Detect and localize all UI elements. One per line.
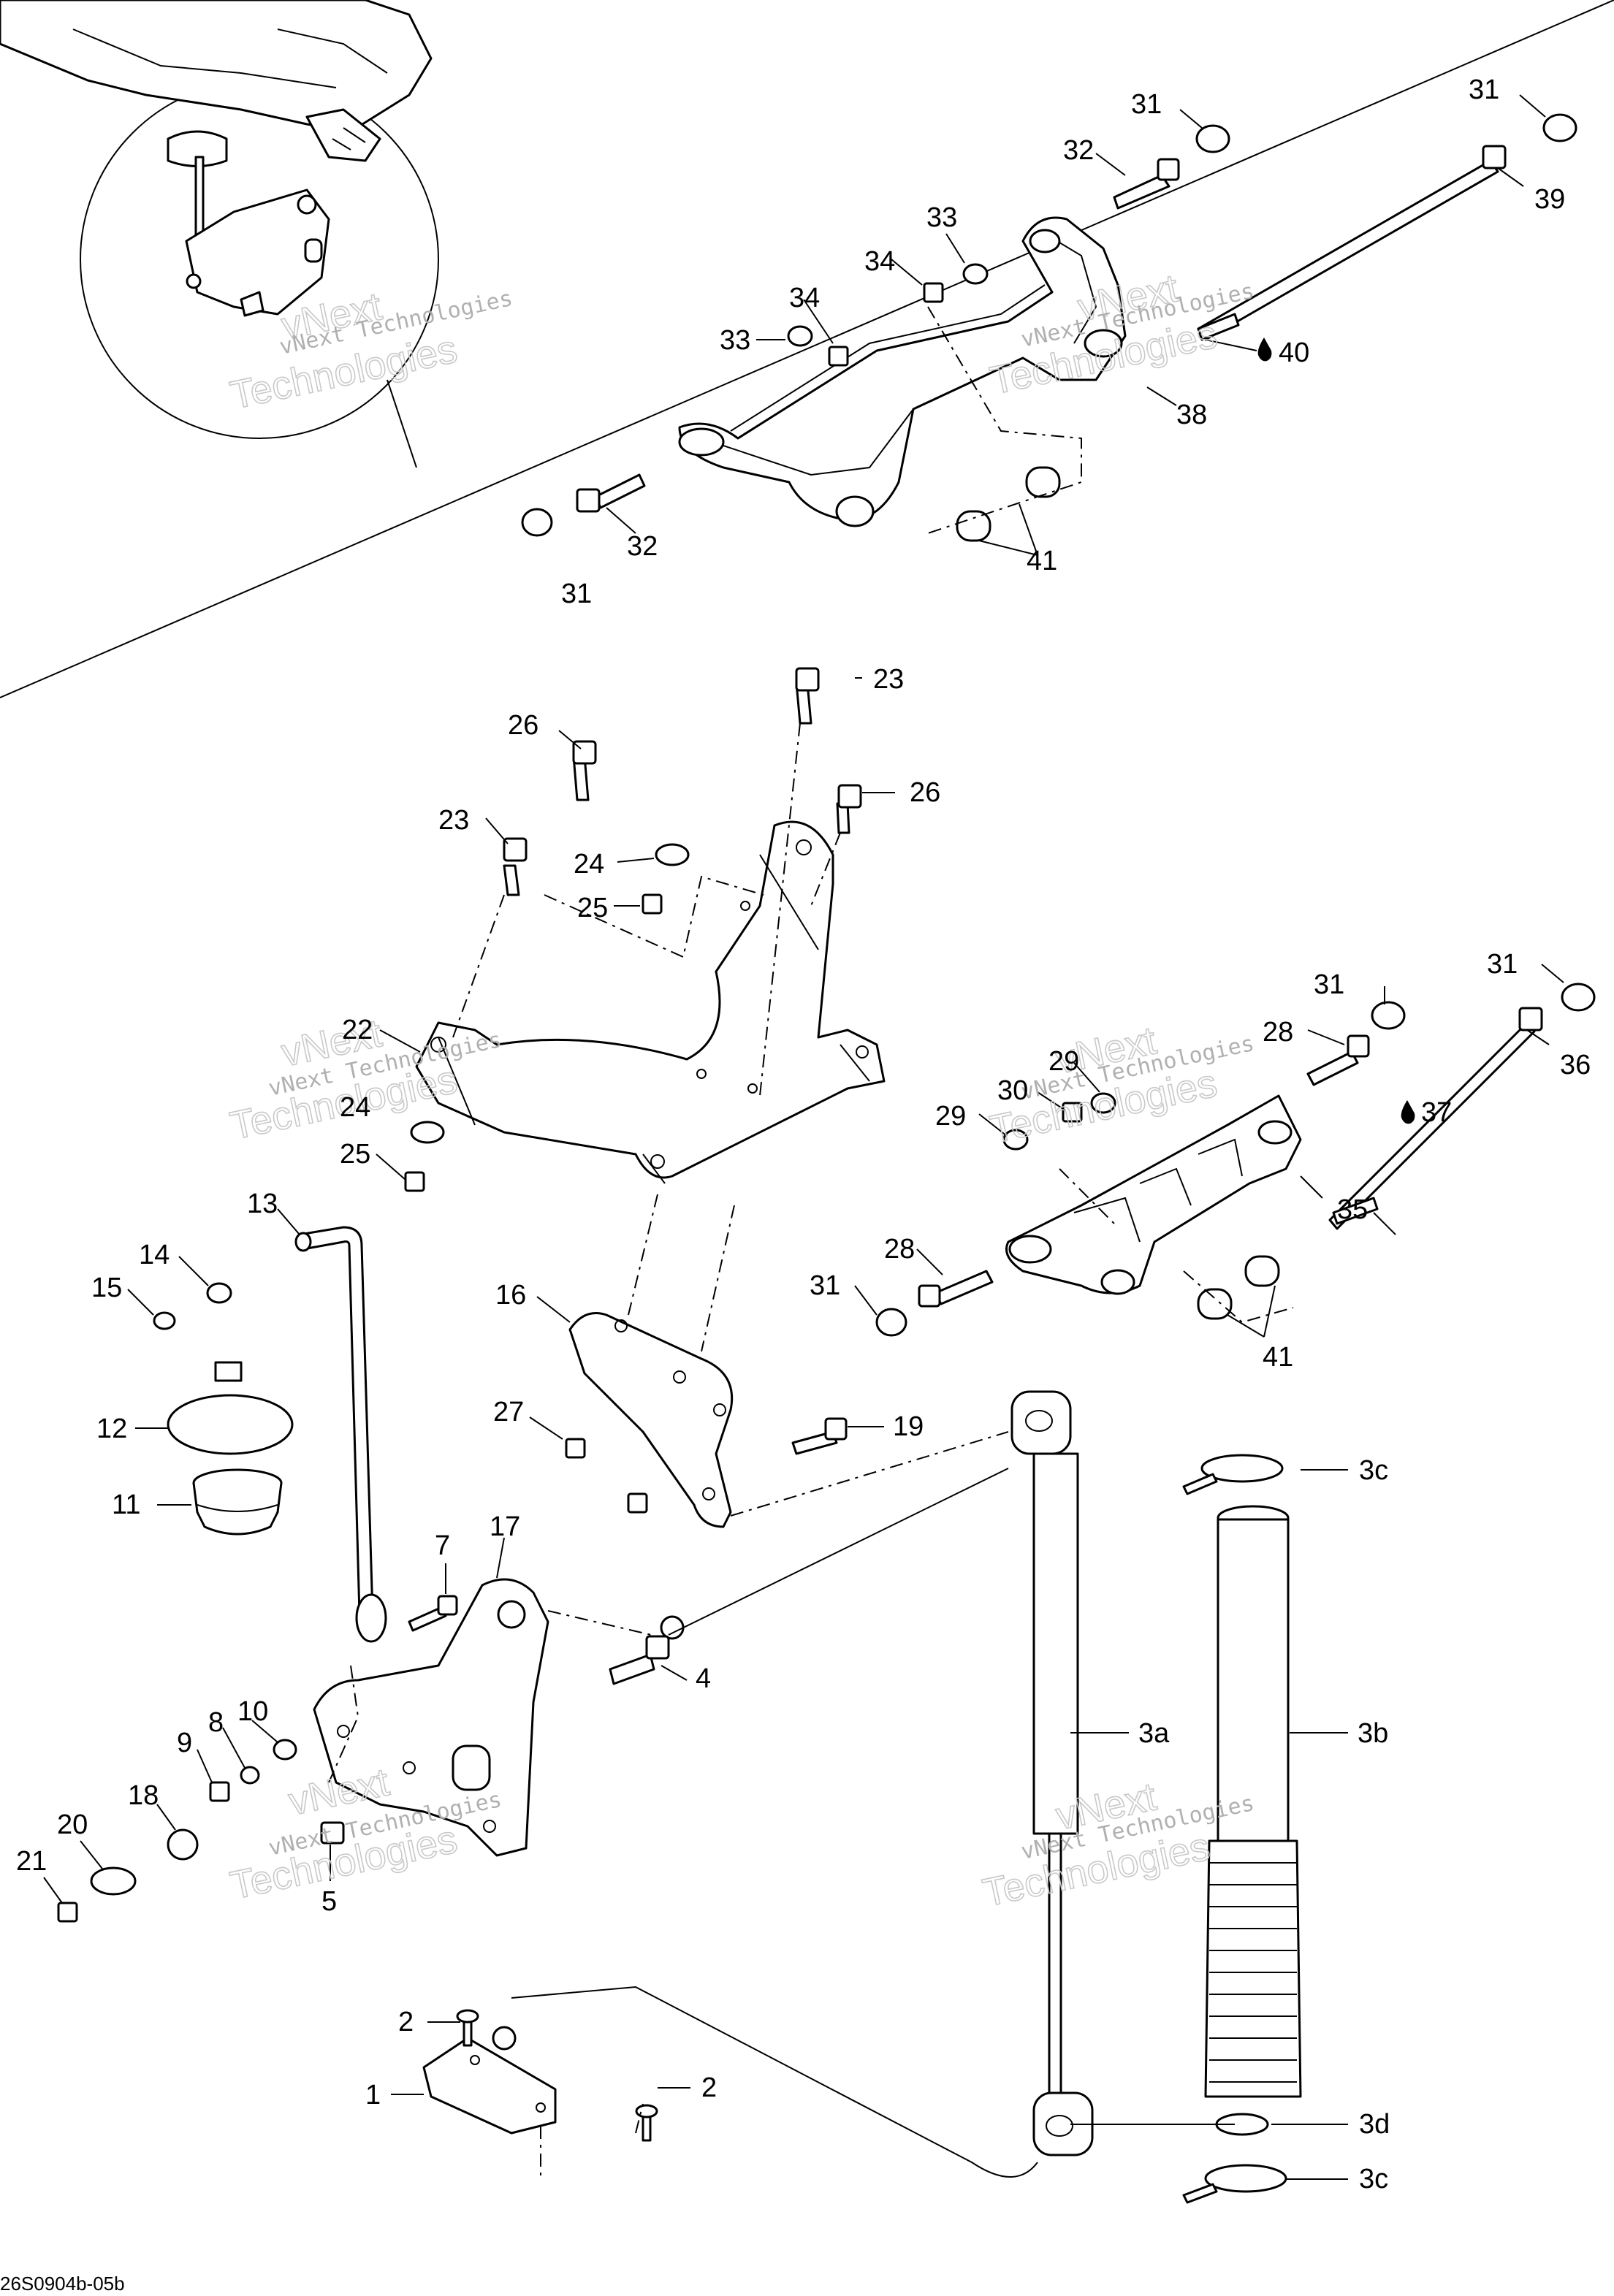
callout-3c: 3c bbox=[1359, 1455, 1388, 1486]
callout-19: 19 bbox=[893, 1411, 924, 1442]
callout-14: 14 bbox=[139, 1240, 170, 1270]
callout-33: 33 bbox=[926, 202, 957, 233]
callout-33: 33 bbox=[720, 325, 750, 356]
vehicle-frame-detail bbox=[0, 0, 433, 317]
callout-17: 17 bbox=[490, 1511, 520, 1542]
callout-26: 26 bbox=[508, 710, 538, 741]
callout-41: 41 bbox=[1263, 1342, 1293, 1373]
callout-37: 37 bbox=[1421, 1097, 1452, 1128]
callout-labels: 31 31 39 32 33 34 34 33 40 38 32 31 41 2… bbox=[16, 75, 1591, 2194]
callout-5: 5 bbox=[321, 1886, 337, 1917]
drop-icon bbox=[1257, 337, 1272, 362]
callout-34: 34 bbox=[789, 283, 820, 313]
callout-15: 15 bbox=[91, 1273, 122, 1303]
callout-20: 20 bbox=[57, 1809, 88, 1840]
part-35-swing-arm bbox=[1005, 1094, 1302, 1295]
callout-29: 29 bbox=[1048, 1046, 1079, 1077]
callout-31: 31 bbox=[1314, 969, 1344, 1000]
callout-35: 35 bbox=[1337, 1194, 1368, 1225]
callout-32: 32 bbox=[627, 531, 658, 562]
assembly-lines bbox=[328, 306, 1294, 2181]
callout-7: 7 bbox=[435, 1530, 450, 1561]
callout-3a: 3a bbox=[1138, 1718, 1170, 1749]
drawing-code: 26S0904b-05b bbox=[0, 2273, 125, 2295]
part-17-bracket bbox=[313, 1578, 549, 1857]
callout-29: 29 bbox=[935, 1101, 966, 1132]
callout-31: 31 bbox=[1469, 75, 1499, 105]
callout-4: 4 bbox=[696, 1663, 711, 1694]
part-12-strap bbox=[167, 1361, 294, 1455]
callout-2: 2 bbox=[701, 2072, 717, 2103]
callout-31: 31 bbox=[810, 1270, 840, 1301]
callout-16: 16 bbox=[495, 1280, 526, 1311]
callout-1: 1 bbox=[365, 2080, 381, 2110]
callout-8: 8 bbox=[208, 1707, 224, 1738]
callout-28: 28 bbox=[884, 1234, 915, 1265]
detail-leader bbox=[387, 379, 417, 468]
callout-30: 30 bbox=[997, 1075, 1028, 1106]
callout-31: 31 bbox=[561, 579, 592, 609]
callout-25: 25 bbox=[577, 893, 608, 923]
part-3c-clamp-bottom bbox=[1182, 2164, 1287, 2204]
part-3c-clamp-top bbox=[1182, 1454, 1284, 1495]
section-divider bbox=[0, 0, 1614, 698]
callout-28: 28 bbox=[1263, 1017, 1293, 1048]
hardware bbox=[57, 113, 1596, 2142]
callout-41: 41 bbox=[1027, 546, 1057, 576]
callout-34: 34 bbox=[864, 246, 895, 277]
callout-38: 38 bbox=[1176, 400, 1207, 430]
callout-40: 40 bbox=[1279, 337, 1309, 368]
part-13-rod bbox=[294, 1226, 387, 1643]
drop-icon bbox=[1401, 1100, 1415, 1124]
callout-24: 24 bbox=[574, 849, 604, 880]
part-38-swing-arm bbox=[678, 216, 1127, 527]
callout-3d: 3d bbox=[1359, 2109, 1390, 2140]
callout-13: 13 bbox=[247, 1189, 278, 1219]
callout-10: 10 bbox=[237, 1696, 268, 1727]
callout-2: 2 bbox=[398, 2007, 414, 2037]
part-16-plate bbox=[568, 1312, 734, 1528]
callout-9: 9 bbox=[177, 1728, 192, 1758]
callout-23: 23 bbox=[873, 664, 904, 695]
callout-11: 11 bbox=[112, 1490, 140, 1520]
callout-36: 36 bbox=[1560, 1050, 1591, 1080]
part-3b-boot bbox=[1204, 1505, 1302, 2098]
callout-24: 24 bbox=[340, 1092, 370, 1123]
callout-32: 32 bbox=[1063, 135, 1094, 166]
callout-18: 18 bbox=[128, 1780, 159, 1811]
part-3a-shock bbox=[1010, 1390, 1094, 2156]
callout-26: 26 bbox=[910, 777, 940, 808]
callout-21: 21 bbox=[16, 1846, 47, 1877]
callout-31: 31 bbox=[1131, 89, 1162, 120]
callout-23: 23 bbox=[438, 805, 469, 836]
callout-3b: 3b bbox=[1358, 1718, 1388, 1749]
callout-27: 27 bbox=[493, 1397, 524, 1427]
callout-39: 39 bbox=[1534, 184, 1565, 215]
callout-12: 12 bbox=[96, 1414, 127, 1444]
part-11-boot bbox=[192, 1468, 283, 1536]
callout-leaders bbox=[43, 94, 1564, 2180]
callout-3c: 3c bbox=[1359, 2164, 1388, 2194]
callout-31: 31 bbox=[1487, 949, 1518, 980]
part-22-bracket bbox=[415, 820, 886, 1184]
callout-22: 22 bbox=[342, 1015, 373, 1045]
callout-25: 25 bbox=[340, 1139, 370, 1170]
